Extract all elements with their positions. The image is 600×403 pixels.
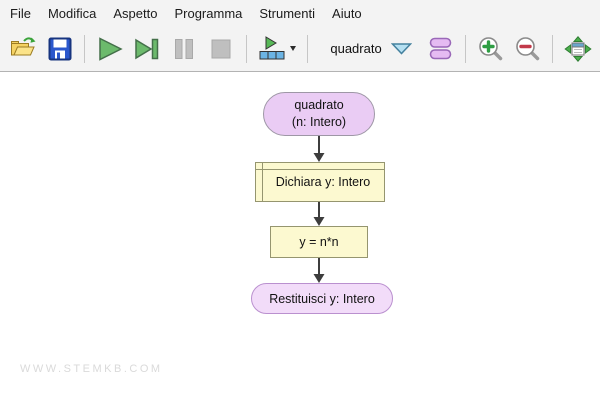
zoom-in-button[interactable] bbox=[472, 30, 509, 68]
menu-file[interactable]: File bbox=[10, 5, 31, 21]
run-icon bbox=[98, 36, 123, 61]
watermark: WWW.STEMKB.COM bbox=[20, 363, 163, 375]
declare-node-label: Dichiara y: Intero bbox=[275, 175, 371, 189]
pause-icon bbox=[174, 38, 193, 59]
save-icon bbox=[48, 37, 72, 60]
menu-modifica[interactable]: Modifica bbox=[47, 5, 97, 21]
stop-button[interactable] bbox=[202, 30, 239, 68]
start-node-params: (n: Intero) bbox=[291, 115, 347, 129]
dropdown-caret-icon bbox=[290, 46, 297, 51]
zoom-in-icon bbox=[479, 37, 503, 61]
toolbar-separator bbox=[307, 34, 309, 63]
menu-aspetto[interactable]: Aspetto bbox=[113, 5, 158, 21]
menu-programma[interactable]: Programma bbox=[174, 5, 243, 21]
flow-node-start[interactable]: quadrato (n: Intero) bbox=[263, 92, 375, 136]
functions-view-button[interactable] bbox=[422, 30, 459, 68]
flow-node-assign[interactable]: y = n*n bbox=[270, 226, 368, 258]
open-button[interactable] bbox=[4, 30, 41, 68]
run-to-end-button[interactable] bbox=[128, 30, 165, 68]
pause-button[interactable] bbox=[165, 30, 202, 68]
menu-bar: File Modifica Aspetto Programma Strument… bbox=[0, 0, 600, 26]
function-selector[interactable]: quadrato bbox=[330, 41, 412, 56]
toolbar-separator bbox=[245, 34, 247, 63]
save-button[interactable] bbox=[41, 30, 78, 68]
stop-icon bbox=[211, 39, 231, 58]
toolbar: quadrato bbox=[0, 26, 600, 72]
menu-strumenti[interactable]: Strumenti bbox=[259, 5, 316, 21]
run-button[interactable] bbox=[91, 30, 128, 68]
functions-view-icon bbox=[429, 37, 452, 60]
run-to-end-icon bbox=[135, 38, 159, 59]
zoom-out-icon bbox=[516, 37, 540, 61]
flow-node-return[interactable]: Restituisci y: Intero bbox=[251, 283, 393, 314]
start-node-name: quadrato bbox=[294, 98, 344, 113]
return-node-label: Restituisci y: Intero bbox=[269, 291, 375, 306]
fit-view-icon bbox=[563, 35, 592, 62]
flow-node-declare[interactable]: Dichiara y: Intero bbox=[255, 162, 385, 202]
step-run-button[interactable] bbox=[253, 30, 302, 68]
toolbar-separator bbox=[551, 34, 553, 63]
combo-dropdown-icon bbox=[390, 43, 412, 55]
fit-view-button[interactable] bbox=[559, 30, 596, 68]
toolbar-separator bbox=[464, 34, 466, 63]
open-folder-icon bbox=[10, 36, 36, 55]
zoom-out-button[interactable] bbox=[509, 30, 546, 68]
step-run-icon bbox=[259, 36, 285, 60]
menu-aiuto[interactable]: Aiuto bbox=[332, 5, 362, 21]
assign-node-label: y = n*n bbox=[299, 235, 339, 249]
toolbar-separator bbox=[84, 34, 86, 63]
function-selector-value: quadrato bbox=[330, 41, 382, 56]
